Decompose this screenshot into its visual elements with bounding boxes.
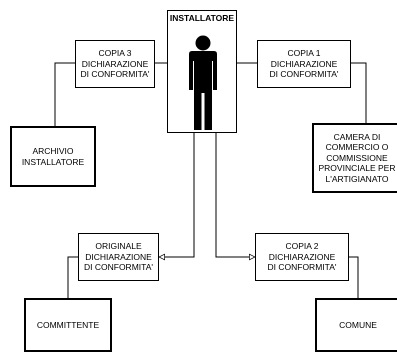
archive-installer-box: ARCHIVIO INSTALLATORE	[10, 126, 96, 187]
original-box: ORIGINALE DICHIARAZIONE DI CONFORMITA'	[78, 233, 159, 281]
line-copy2-municipality	[349, 256, 359, 298]
chamber-of-commerce-box: CAMERA DI COMMERCIO O COMMISSIONE PROVIN…	[312, 123, 397, 193]
person-icon	[189, 35, 217, 130]
copy1-box: COPIA 1 DICHIARAZIONE DI CONFORMITA'	[257, 40, 351, 88]
copy3-box: COPIA 3 DICHIARAZIONE DI CONFORMITA'	[75, 40, 155, 88]
line-copy3-archive	[54, 62, 75, 126]
municipality-box: COMUNE	[315, 298, 397, 352]
line-installer-original	[159, 133, 195, 257]
installer-box: INSTALLATORE	[167, 10, 237, 133]
installer-title: INSTALLATORE	[169, 13, 235, 23]
client-box: COMMITTENTE	[24, 298, 112, 352]
line-copy1-chamber	[351, 62, 367, 123]
copy2-box: COPIA 2 DICHIARAZIONE DI CONFORMITA'	[255, 233, 349, 281]
connector-lines	[54, 62, 367, 298]
line-original-client	[67, 256, 78, 298]
line-installer-copy2	[215, 133, 255, 257]
